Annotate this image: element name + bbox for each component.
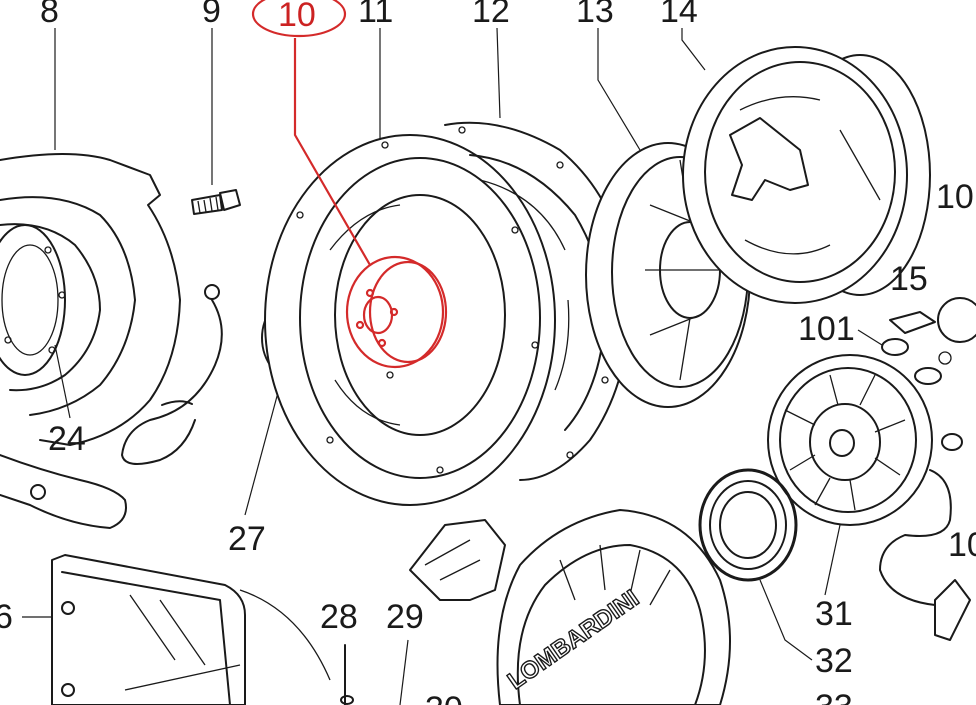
part-30-starter-housing: LOMBARDINI xyxy=(409,509,731,705)
label-32: 32 xyxy=(815,642,853,680)
part-28-stud xyxy=(340,644,354,705)
label-101: 101 xyxy=(798,310,855,348)
label-10-right: 10 xyxy=(936,178,974,216)
label-14: 14 xyxy=(660,0,698,30)
label-10: 10 xyxy=(278,0,316,34)
part-10-highlighted-hub xyxy=(293,38,448,369)
label-13: 13 xyxy=(576,0,614,30)
label-30: 30 xyxy=(425,690,463,705)
label-10-highlight-ring xyxy=(251,0,347,38)
label-29: 29 xyxy=(386,598,424,636)
part-32-spring xyxy=(698,468,798,582)
part-31-starter-pulley xyxy=(767,354,933,526)
right-cable xyxy=(879,469,971,641)
label-24: 24 xyxy=(48,420,86,458)
part-9-bolt xyxy=(191,189,241,215)
part-26-shroud xyxy=(51,554,331,705)
label-27: 27 xyxy=(228,520,266,558)
label-11: 11 xyxy=(358,0,393,30)
label-28: 28 xyxy=(320,598,358,636)
label-15: 15 xyxy=(890,260,928,298)
part-15-bracket xyxy=(889,297,976,365)
label-33: 33 xyxy=(815,688,853,705)
label-31: 31 xyxy=(815,595,853,633)
label-10-lower-right: 10 xyxy=(948,526,976,564)
ignition-cable xyxy=(121,284,223,465)
part-8-flywheel-housing xyxy=(0,153,181,529)
label-8: 8 xyxy=(40,0,59,30)
label-26: 6 xyxy=(0,598,13,636)
label-9: 9 xyxy=(202,0,221,30)
label-12: 12 xyxy=(472,0,510,30)
part-11-plate xyxy=(264,134,556,506)
part-101-circlips xyxy=(881,338,963,451)
part-14-starter-cover xyxy=(682,46,931,304)
